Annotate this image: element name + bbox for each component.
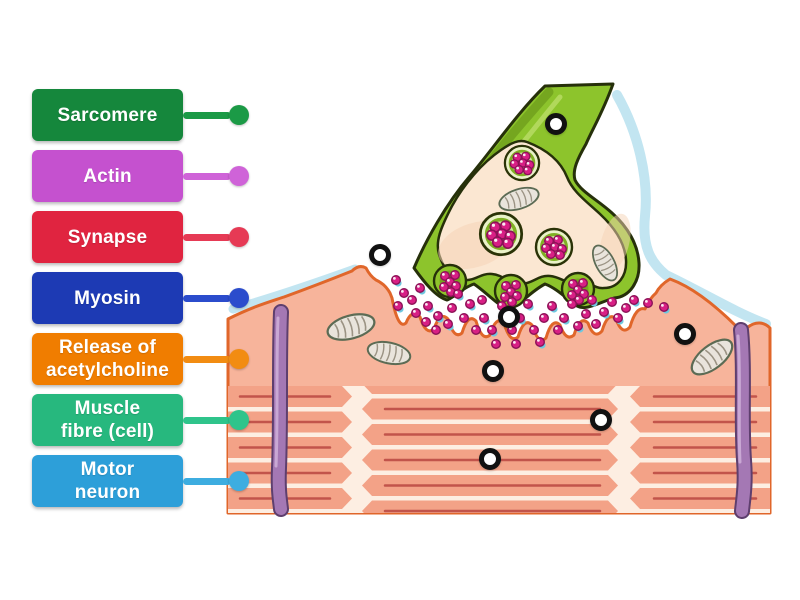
synaptic-vesicle-icon	[480, 213, 521, 254]
drop-marker-upper-muscle[interactable]	[482, 360, 504, 382]
label-stem	[183, 478, 231, 485]
label-connector-dot	[229, 349, 249, 369]
muscle-fibre-shape	[226, 265, 772, 519]
label-box[interactable]: Muscle fibre (cell)	[32, 394, 183, 446]
label-connector-dot	[229, 410, 249, 430]
t-tubule-right	[733, 322, 753, 519]
label-stem	[183, 295, 231, 302]
label-text: Release of acetylcholine	[46, 337, 169, 381]
label-box[interactable]: Myosin	[32, 272, 183, 324]
label-connector-dot	[229, 471, 249, 491]
label-text: Motor neuron	[74, 459, 141, 503]
label-text: Muscle fibre (cell)	[60, 398, 155, 442]
label-text: Sarcomere	[57, 104, 158, 126]
label-actin[interactable]: Actin	[32, 150, 249, 202]
label-motor-neuron[interactable]: Motor neuron	[32, 455, 249, 507]
label-text: Actin	[83, 165, 132, 187]
label-box[interactable]: Motor neuron	[32, 455, 183, 507]
label-release-of-acetylcholine[interactable]: Release of acetylcholine	[32, 333, 249, 385]
drop-marker-axon[interactable]	[545, 113, 567, 135]
label-myosin[interactable]: Myosin	[32, 272, 249, 324]
mitochondrion-icon	[364, 337, 414, 369]
label-stem	[183, 234, 231, 241]
synaptic-vesicle-icon	[536, 229, 572, 265]
label-stem	[183, 112, 231, 119]
label-sarcomere[interactable]: Sarcomere	[32, 89, 249, 141]
mitochondrion-icon	[495, 182, 543, 216]
label-text: Myosin	[74, 287, 141, 309]
release-site-icon	[434, 265, 466, 297]
drop-marker-striation-center[interactable]	[479, 448, 501, 470]
drop-marker-synaptic-cleft[interactable]	[498, 306, 520, 328]
drop-marker-striation-right[interactable]	[590, 409, 612, 431]
label-text: Synapse	[67, 226, 148, 248]
release-site-icon	[562, 273, 594, 305]
acetylcholine-dots	[391, 275, 671, 350]
label-stem	[183, 417, 231, 424]
sarcomere-striations	[228, 386, 770, 513]
label-box[interactable]: Actin	[32, 150, 183, 202]
label-stem	[183, 173, 231, 180]
blue-shadow-accents	[228, 90, 771, 329]
label-connector-dot	[229, 105, 249, 125]
label-muscle-fibre-cell[interactable]: Muscle fibre (cell)	[32, 394, 249, 446]
mitochondrion-icon	[586, 240, 624, 286]
mitochondrion-icon	[323, 308, 379, 346]
label-connector-dot	[229, 227, 249, 247]
synaptic-vesicle-icon	[505, 146, 539, 180]
label-stem	[183, 356, 231, 363]
drop-marker-right-crest[interactable]	[674, 323, 696, 345]
label-box[interactable]: Synapse	[32, 211, 183, 263]
drop-marker-left-cleft[interactable]	[369, 244, 391, 266]
release-site-icon	[495, 275, 527, 307]
label-synapse[interactable]: Synapse	[32, 211, 249, 263]
label-connector-dot	[229, 166, 249, 186]
label-box[interactable]: Release of acetylcholine	[32, 333, 183, 385]
t-tubule-left	[270, 304, 289, 517]
label-box[interactable]: Sarcomere	[32, 89, 183, 141]
label-connector-dot	[229, 288, 249, 308]
motor-neuron-terminal	[412, 82, 641, 312]
